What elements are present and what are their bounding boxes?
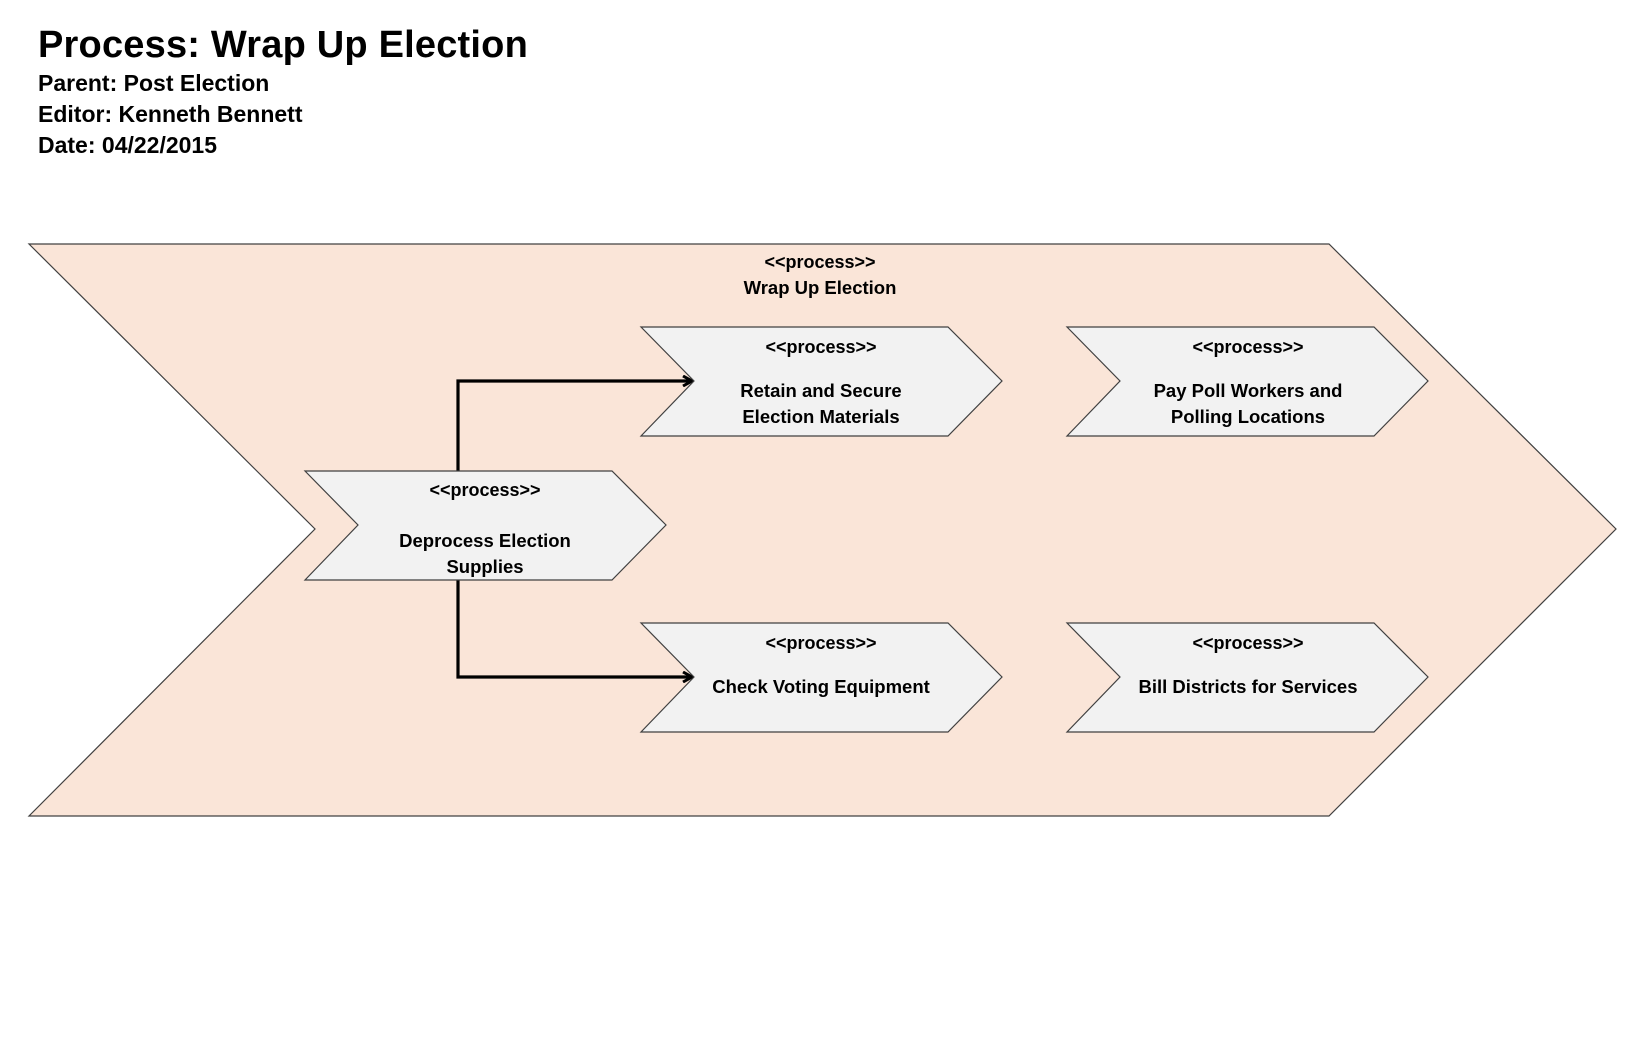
page-title: Process: Wrap Up Election <box>38 24 528 66</box>
process-name-line-2: Polling Locations <box>1171 406 1325 427</box>
process-stereotype: <<process>> <box>429 480 540 500</box>
parent-label: Parent: Post Election <box>38 70 270 96</box>
process-chevron-shape <box>303 470 667 581</box>
process-stereotype: <<process>> <box>1192 633 1303 653</box>
process-name-line-1: Bill Districts for Services <box>1138 676 1357 697</box>
editor-label: Editor: Kenneth Bennett <box>38 101 303 127</box>
process-chevron-shape <box>639 622 1003 733</box>
connector-deprocess-to-check <box>456 580 692 677</box>
date-label: Date: 04/22/2015 <box>38 132 218 158</box>
process-name-line-1: Retain and Secure <box>740 380 901 401</box>
process-name-line-1: Deprocess Election <box>399 530 571 551</box>
process-chevron-shape <box>639 326 1003 437</box>
connector-deprocess-to-retain <box>456 381 692 471</box>
process-check-voting-equipment[interactable]: <<process>> Check Voting Equipment <box>639 622 1003 733</box>
process-name-line-1: Pay Poll Workers and <box>1154 380 1343 401</box>
process-name-line-2: Election Materials <box>742 406 899 427</box>
container-name: Wrap Up Election <box>744 277 897 298</box>
container-stereotype: <<process>> <box>764 252 875 272</box>
process-chevron-shape <box>1065 326 1429 437</box>
diagram-header: Process: Wrap Up Election Parent: Post E… <box>38 26 528 165</box>
process-stereotype: <<process>> <box>765 337 876 357</box>
process-name-line-1: Check Voting Equipment <box>712 676 930 697</box>
process-pay-poll-workers[interactable]: <<process>> Pay Poll Workers and Polling… <box>1065 326 1429 437</box>
process-deprocess-election-supplies[interactable]: <<process>> Deprocess Election Supplies <box>303 470 667 581</box>
process-name-line-2: Supplies <box>446 556 523 577</box>
process-stereotype: <<process>> <box>765 633 876 653</box>
process-retain-and-secure-election-materials[interactable]: <<process>> Retain and Secure Election M… <box>639 326 1003 437</box>
process-stereotype: <<process>> <box>1192 337 1303 357</box>
process-chevron-shape <box>1065 622 1429 733</box>
process-bill-districts-for-services[interactable]: <<process>> Bill Districts for Services <box>1065 622 1429 733</box>
